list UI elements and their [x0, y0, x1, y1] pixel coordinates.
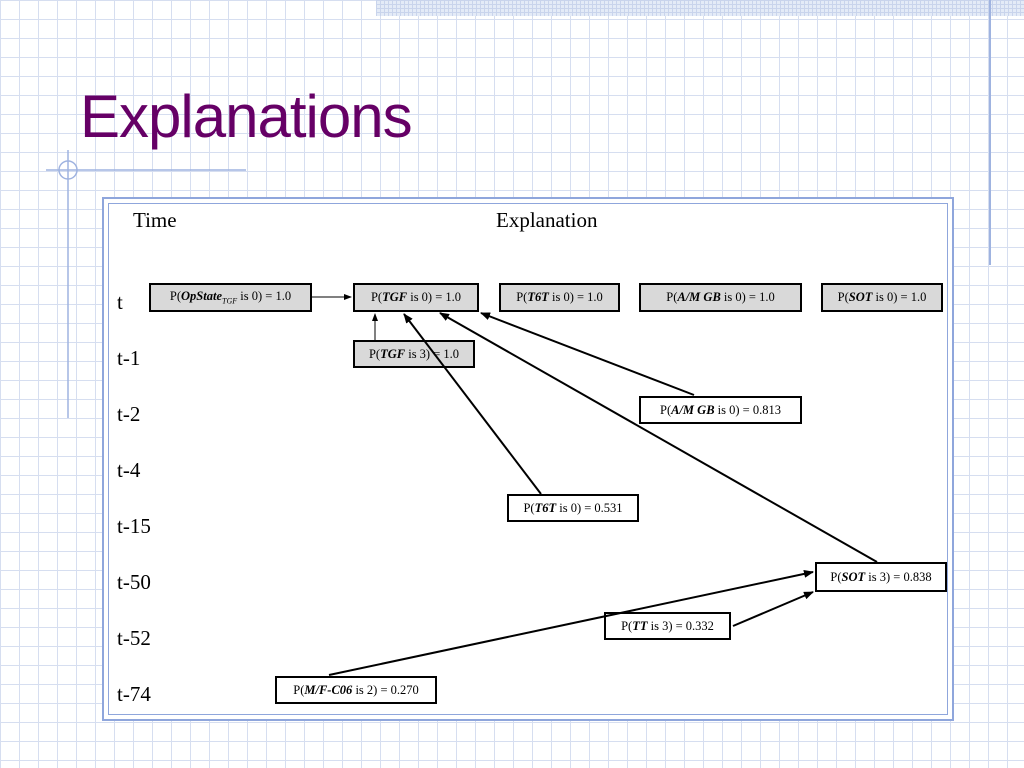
slide-title: Explanations [80, 83, 413, 150]
node-text: P(T6T is 0) = 0.531 [523, 500, 623, 515]
node-text: P(A/M GB is 0) = 0.813 [660, 402, 781, 417]
right-decorative-rule [989, 0, 991, 265]
node-t6t-0531: P(T6T is 0) = 0.531 [507, 494, 639, 522]
top-decorative-band [376, 0, 1024, 16]
node-am-gb-0813: P(A/M GB is 0) = 0.813 [639, 396, 802, 424]
node-sot-0: P(SOT is 0) = 1.0 [821, 283, 943, 312]
node-text: P(TGF is 3) = 1.0 [368, 346, 460, 361]
node-text: P(OpStateTGF is 0) = 1.0 [169, 289, 292, 306]
time-label-t-15: t-15 [117, 514, 151, 538]
node-tgf-0: P(TGF is 0) = 1.0 [353, 283, 479, 312]
time-label-t-52: t-52 [117, 626, 151, 650]
time-column-header: Time [133, 208, 177, 232]
time-label-t-1: t-1 [117, 346, 141, 370]
node-am-gb-0: P(A/M GB is 0) = 1.0 [639, 283, 802, 312]
node-text: P(M/F-C06 is 2) = 0.270 [293, 682, 419, 697]
node-text: P(TGF is 0) = 1.0 [370, 290, 462, 304]
node-mf-c06-0270: P(M/F-C06 is 2) = 0.270 [275, 676, 437, 704]
node-tgf-3: P(TGF is 3) = 1.0 [353, 340, 475, 368]
node-text: P(SOT is 3) = 0.838 [830, 569, 932, 584]
time-label-t-74: t-74 [117, 682, 151, 706]
time-label-t: t [117, 290, 123, 314]
node-sot-0838: P(SOT is 3) = 0.838 [815, 562, 947, 592]
node-opstate-tgf-0: P(OpStateTGF is 0) = 1.0 [149, 283, 312, 312]
node-text: P(SOT is 0) = 1.0 [837, 290, 927, 304]
crosshair-ornament [46, 150, 246, 418]
node-text: P(A/M GB is 0) = 1.0 [666, 290, 775, 304]
node-text: P(TT is 3) = 0.332 [621, 618, 714, 633]
node-tt-0332: P(TT is 3) = 0.332 [604, 612, 731, 640]
time-label-t-50: t-50 [117, 570, 151, 594]
explanation-column-header: Explanation [496, 208, 598, 232]
time-label-t-2: t-2 [117, 402, 141, 426]
node-text: P(T6T is 0) = 1.0 [516, 290, 603, 304]
time-label-t-4: t-4 [117, 458, 141, 482]
node-t6t-0: P(T6T is 0) = 1.0 [499, 283, 620, 312]
diagram-inner-frame [108, 203, 948, 715]
